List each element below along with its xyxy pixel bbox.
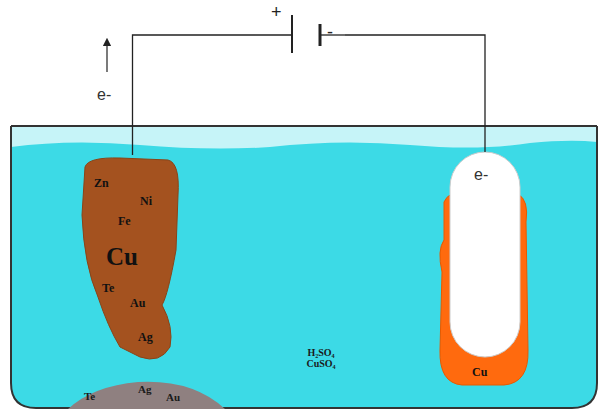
electron-label: e- xyxy=(474,166,488,184)
element-label: Ag xyxy=(138,331,153,344)
anode-blob xyxy=(82,158,178,359)
anode-sludge: Te AgAu xyxy=(68,378,225,409)
wire xyxy=(133,35,256,155)
cathode: e- xyxy=(450,152,520,357)
copper-deposit: e- Cu xyxy=(436,150,532,387)
battery-symbol: +- xyxy=(255,5,345,55)
anode-copper: ZnNiFeCuTeAuAg xyxy=(80,155,185,362)
electrolyte-formula: H₂SO₄ CuSO₄ xyxy=(296,347,346,369)
polarity-sign: + xyxy=(271,3,282,23)
wire xyxy=(345,35,485,152)
polarity-sign: - xyxy=(327,23,333,43)
electrolytic-tank: ZnNiFeCuTeAuAge-CuTeAgAuH₂SO₄ CuSO₄ xyxy=(10,125,598,410)
element-label: Ag xyxy=(138,383,151,395)
tank-wall xyxy=(11,126,597,408)
electron-flow-arrow xyxy=(106,42,107,72)
element-label: Te xyxy=(102,282,114,295)
element-label: Te xyxy=(84,390,95,402)
element-label: Zn xyxy=(94,177,109,190)
battery-positive-plate xyxy=(291,15,293,53)
element-label: Fe xyxy=(118,215,131,228)
cathode-plate xyxy=(450,152,520,357)
element-label: Au xyxy=(166,391,180,403)
battery-negative-plate xyxy=(319,24,322,46)
wire-stub xyxy=(255,34,292,35)
element-label: Au xyxy=(130,297,145,310)
element-label: Cu xyxy=(472,366,487,379)
element-label: Ni xyxy=(140,195,152,208)
anode-sludge xyxy=(68,382,225,409)
electrolyte xyxy=(11,141,597,408)
tank-air-space xyxy=(11,126,597,408)
electron-label: e- xyxy=(97,86,111,104)
element-label: Cu xyxy=(106,243,138,271)
